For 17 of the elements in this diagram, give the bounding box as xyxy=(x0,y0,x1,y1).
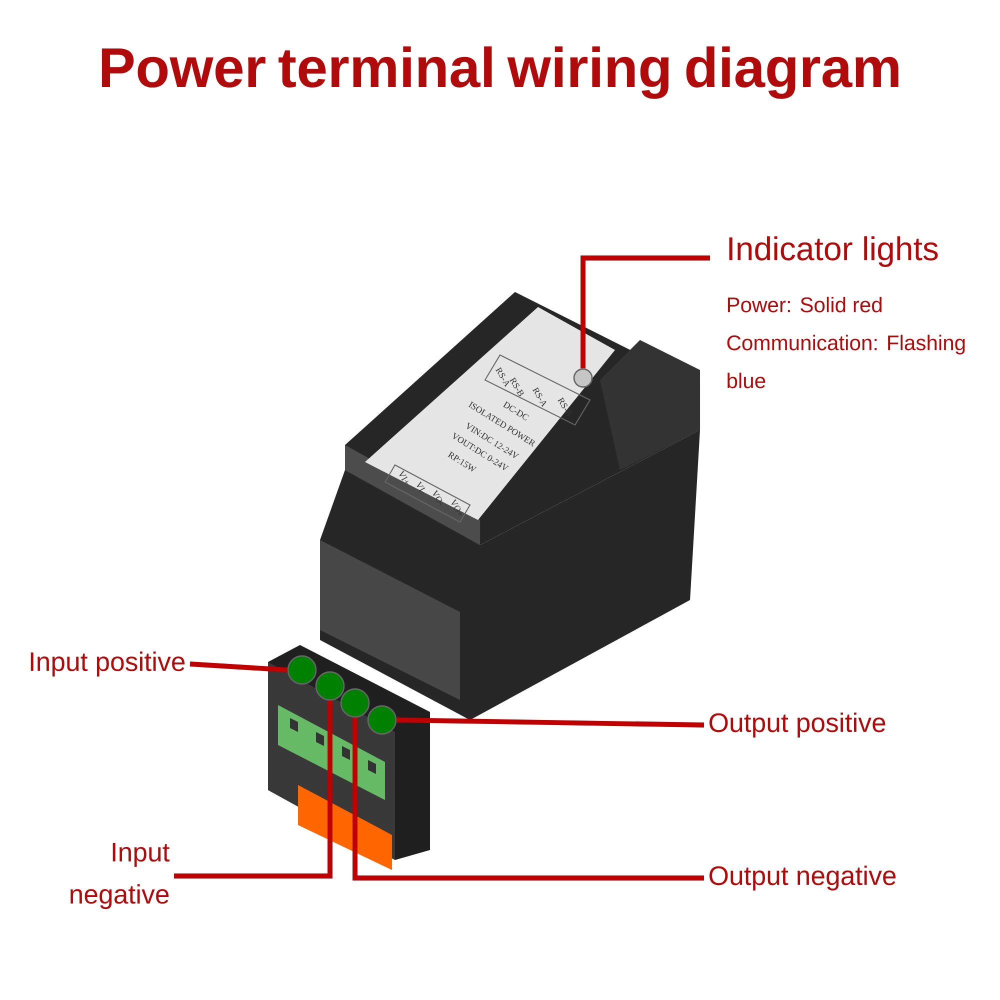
terminal-screw xyxy=(340,688,370,718)
leader-line xyxy=(190,662,288,672)
title: Power terminal wiring diagram xyxy=(102,46,898,99)
terminal-screw xyxy=(287,655,317,685)
terminal-screw xyxy=(367,705,397,735)
leader-line xyxy=(174,700,332,878)
module-label-text: VI+ xyxy=(399,470,408,484)
terminal-label: Output positive xyxy=(710,712,886,738)
terminal-label: Input positive xyxy=(30,652,185,676)
indicator-description: Indicator lights Power: Solid red Communication: Flashing blue xyxy=(727,236,965,388)
leader-line xyxy=(396,718,704,728)
leader-line xyxy=(352,718,704,880)
terminal-screw xyxy=(315,671,345,701)
terminal-label: Output negative xyxy=(710,866,896,890)
indicator-light xyxy=(573,368,593,388)
terminal-label: Input negative xyxy=(70,842,170,910)
module-label-text: VI- xyxy=(416,481,426,494)
